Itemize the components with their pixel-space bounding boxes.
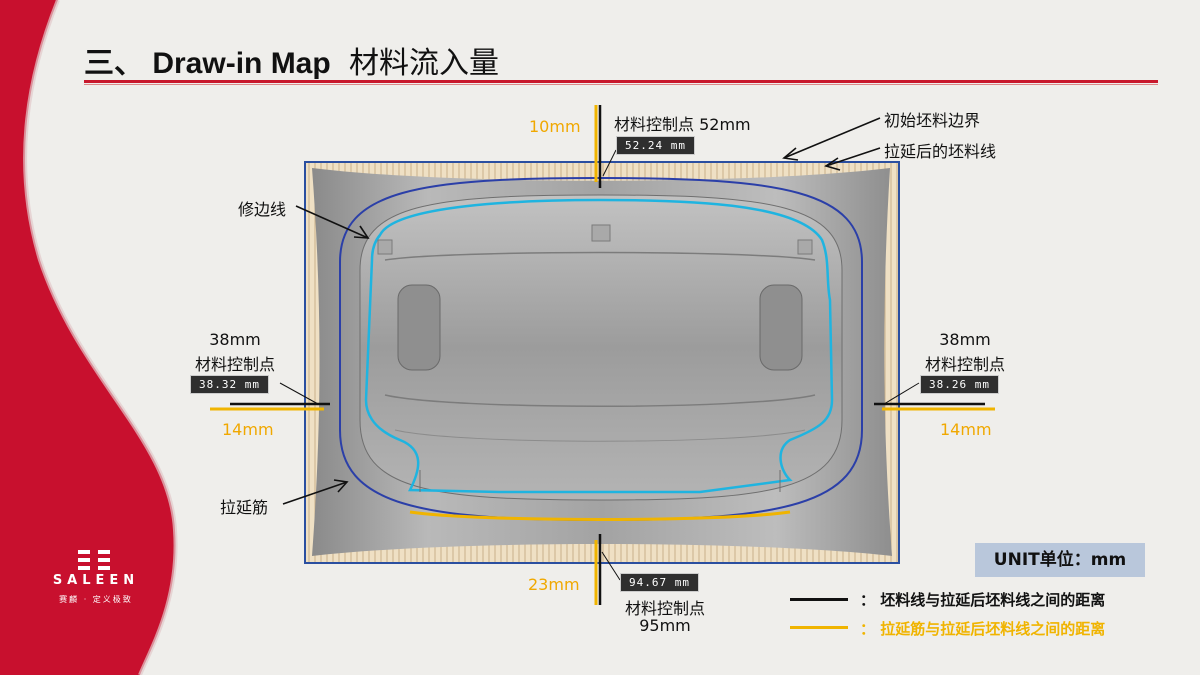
unit-box: UNIT单位：mm [975,543,1145,577]
trim-line-label: 修边线 [238,200,287,219]
saleen-logo-word: SALEEN [52,573,140,588]
left-value-label: 38mm [209,330,261,349]
legend-text-black: ： 坯料线与拉延后坯料线之间的距离 [860,591,1106,609]
bottom-measure-tag: 94.67 mm [620,573,699,592]
trim-line [364,198,834,494]
legend-line-black [790,598,848,601]
right-measure-tag: 38.26 mm [920,375,999,394]
right-offset-label: 14mm [940,420,992,439]
part-body [359,194,843,501]
saleen-logo-sub: 赛麟 · 定义极致 [59,595,133,604]
right-control-point-label: 材料控制点 [924,355,1005,374]
right-value-label: 38mm [939,330,991,349]
left-measure-tag: 38.32 mm [190,375,269,394]
top-measure-tag: 52.24 mm [616,136,695,155]
saleen-logo-mark [78,550,110,570]
draw-bead-line [339,176,863,522]
bottom-offset-label: 23mm [528,575,580,594]
bottom-control-point-label: 材料控制点 [624,599,705,618]
initial-blank-label: 初始坯料边界 [884,111,981,130]
top-control-point-label: 材料控制点 52mm [614,115,751,134]
left-offset-label: 14mm [222,420,274,439]
top-offset-label: 10mm [529,117,581,136]
title-cn: 材料流入量 [349,46,500,81]
bottom-value-label: 95mm [639,616,691,635]
after-draw-blank-label: 拉延后的坯料线 [884,142,997,161]
draw-bead-label: 拉延筋 [220,498,269,517]
right-pocket [759,284,803,371]
title-main: Draw-in Map [152,47,331,80]
legend-text-orange: ： 拉延筋与拉延后坯料线之间的距离 [860,620,1106,638]
title-rule-thin [84,84,1158,85]
title-number: 三、 [84,47,144,80]
title-rule [84,80,1158,83]
left-control-point-label: 材料控制点 [194,355,275,374]
left-pocket [397,284,441,371]
bead-segment-bottom [409,510,791,521]
legend-line-orange [790,626,848,629]
page-title: 三、 Draw-in Map 材料流入量 [84,38,499,82]
